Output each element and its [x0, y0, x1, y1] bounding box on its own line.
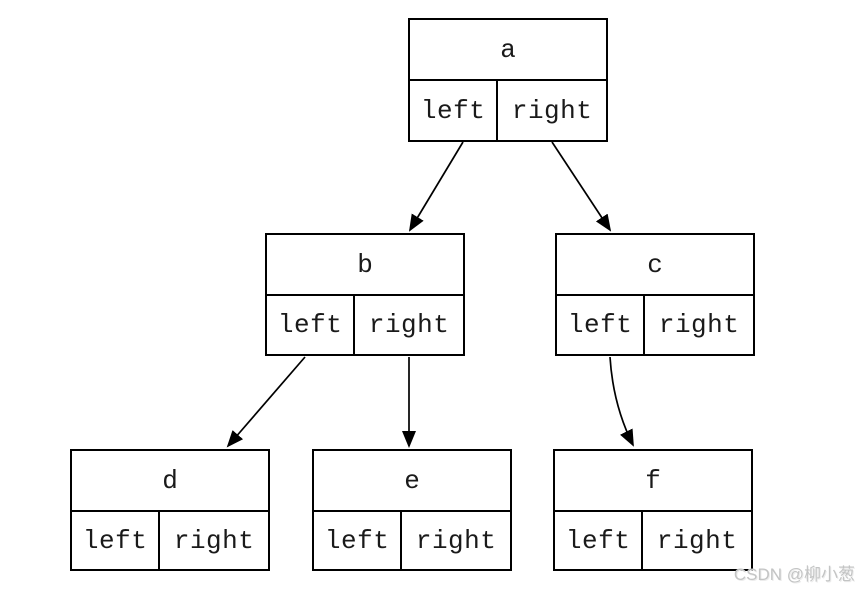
node-b-label: b [267, 235, 463, 296]
tree-node-f: f left right [553, 449, 753, 571]
node-f-pointer-row: left right [555, 512, 751, 569]
edge-a-left-to-b [408, 141, 464, 232]
node-e-pointer-row: left right [314, 512, 510, 569]
node-f-label: f [555, 451, 751, 512]
tree-node-c: c left right [555, 233, 755, 356]
node-e-left-pointer-cell: left [314, 512, 403, 569]
node-b-left-pointer-cell: left [267, 296, 356, 354]
node-e-right-pointer-cell: right [415, 525, 497, 556]
tree-node-a: a left right [408, 18, 608, 142]
edge-b-left-to-d [226, 356, 306, 448]
node-c-label: c [557, 235, 753, 296]
node-a-label: a [410, 20, 606, 81]
node-c-right-pointer-cell: right [658, 310, 740, 340]
node-e-label: e [314, 451, 510, 512]
node-f-right-pointer-cell: right [656, 525, 738, 556]
node-a-pointer-row: left right [410, 81, 606, 140]
node-d-label: d [72, 451, 268, 512]
node-d-pointer-row: left right [72, 512, 268, 569]
node-c-left-pointer-cell: left [557, 296, 646, 354]
node-a-right-pointer-cell: right [511, 95, 593, 126]
node-b-right-pointer-cell: right [368, 310, 450, 340]
tree-node-e: e left right [312, 449, 512, 571]
node-c-pointer-row: left right [557, 296, 753, 354]
node-d-right-pointer-cell: right [173, 525, 255, 556]
node-a-left-pointer-cell: left [410, 81, 499, 140]
edge-a-right-to-c [551, 141, 612, 232]
tree-node-d: d left right [70, 449, 270, 571]
node-b-pointer-row: left right [267, 296, 463, 354]
node-d-left-pointer-cell: left [72, 512, 161, 569]
csdn-watermark: CSDN @柳小葱 [733, 565, 855, 584]
node-f-left-pointer-cell: left [555, 512, 644, 569]
tree-node-b: b left right [265, 233, 465, 356]
edge-c-left-to-f [609, 356, 634, 447]
